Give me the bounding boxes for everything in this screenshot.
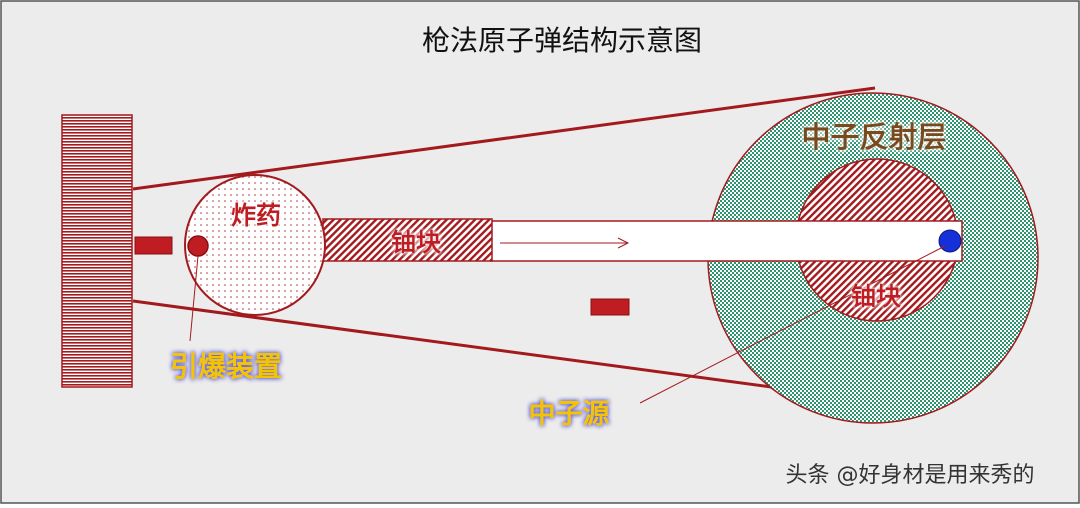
- marker-bar: [590, 298, 630, 316]
- neutron-source: [938, 229, 962, 253]
- explosive-label: 炸药: [231, 201, 281, 230]
- detonator-leader: [189, 255, 199, 342]
- diagram-title: 枪法原子弹结构示意图: [422, 24, 702, 57]
- uranium-block-right-label: 铀块: [851, 282, 901, 311]
- breech-plate: [61, 114, 133, 388]
- neutron-source-label: 中子源: [529, 399, 610, 430]
- gun-barrel: [490, 220, 963, 262]
- watermark: 头条 @好身材是用来秀的: [786, 463, 1035, 488]
- casing-line-top: [132, 86, 876, 191]
- uranium-block-left-label: 铀块: [391, 228, 441, 257]
- detonator: [187, 235, 209, 257]
- neutron-reflector-label: 中子反射层: [801, 120, 946, 154]
- casing-line-bottom: [132, 299, 876, 403]
- neutron-source-leader: [639, 245, 946, 404]
- detonator-label: 引爆装置: [170, 350, 282, 383]
- connector-bar: [134, 236, 173, 255]
- explosive-charge: [184, 174, 326, 316]
- projectile-arrow: [500, 237, 630, 249]
